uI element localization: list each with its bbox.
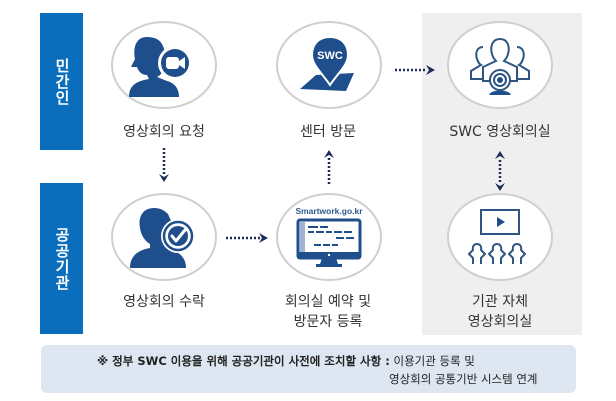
step-reserve-label-line1: 회의실 예약 및	[284, 294, 372, 310]
row-label-public-text: 공공기관	[53, 226, 71, 291]
arrow-right-bottom-icon	[226, 233, 268, 243]
arrow-down-icon	[159, 148, 169, 182]
prerequisite-note: ※ 정부 SWC 이용을 위해 공공기관이 사전에 조치할 사항 : 이용기관 …	[41, 345, 576, 393]
arrow-up-icon	[324, 150, 334, 184]
note-line2-text: 영상회의 공통기반 시스템 연계	[389, 372, 538, 386]
step-own-room-circle	[447, 193, 553, 281]
location-pin-icon: SWC	[300, 35, 354, 91]
person-check-icon	[130, 208, 195, 268]
step-own-room-label-line2: 영상회의실	[467, 314, 533, 330]
group-webcam-icon	[470, 37, 530, 95]
row-label-private-text: 민간인	[53, 57, 71, 106]
step-swc-room-label: SWC 영상회의실	[449, 124, 551, 140]
step-own-room-label-line1: 기관 자체	[472, 294, 528, 310]
row-label-public: 공공기관	[40, 183, 83, 334]
step-swc-room-circle	[447, 21, 553, 109]
pin-text: SWC	[317, 50, 343, 62]
monitor-url-text: Smartwork.go.kr	[295, 206, 363, 216]
row-label-private: 민간인	[40, 13, 83, 150]
arrow-bidirectional-icon	[495, 151, 505, 191]
arrow-right-top-icon	[395, 65, 435, 75]
step-reserve-circle: Smartwork.go.kr	[276, 193, 382, 281]
step-visit-circle: SWC	[276, 21, 382, 109]
note-line1: ※ 정부 SWC 이용을 위해 공공기관이 사전에 조치할 사항 : 이용기관 …	[97, 353, 475, 369]
step-accept-label: 영상회의 수락	[123, 294, 205, 310]
step-request-label: 영상회의 요청	[123, 124, 205, 140]
step-own-room-label: 기관 자체 영상회의실	[420, 292, 580, 332]
person-video-icon	[129, 37, 192, 97]
step-visit-label: 센터 방문	[300, 124, 356, 140]
step-reserve-label-line2: 방문자 등록	[293, 314, 363, 330]
step-reserve-label: 회의실 예약 및 방문자 등록	[248, 292, 408, 332]
note-bold-text: ※ 정부 SWC 이용을 위해 공공기관이 사전에 조치할 사항 :	[97, 354, 390, 368]
note-line1-text: 이용기관 등록 및	[389, 354, 475, 368]
presentation-audience-icon	[468, 209, 526, 264]
monitor-icon: Smartwork.go.kr	[295, 206, 363, 267]
step-request-circle	[111, 21, 217, 109]
step-accept-circle	[111, 193, 217, 281]
